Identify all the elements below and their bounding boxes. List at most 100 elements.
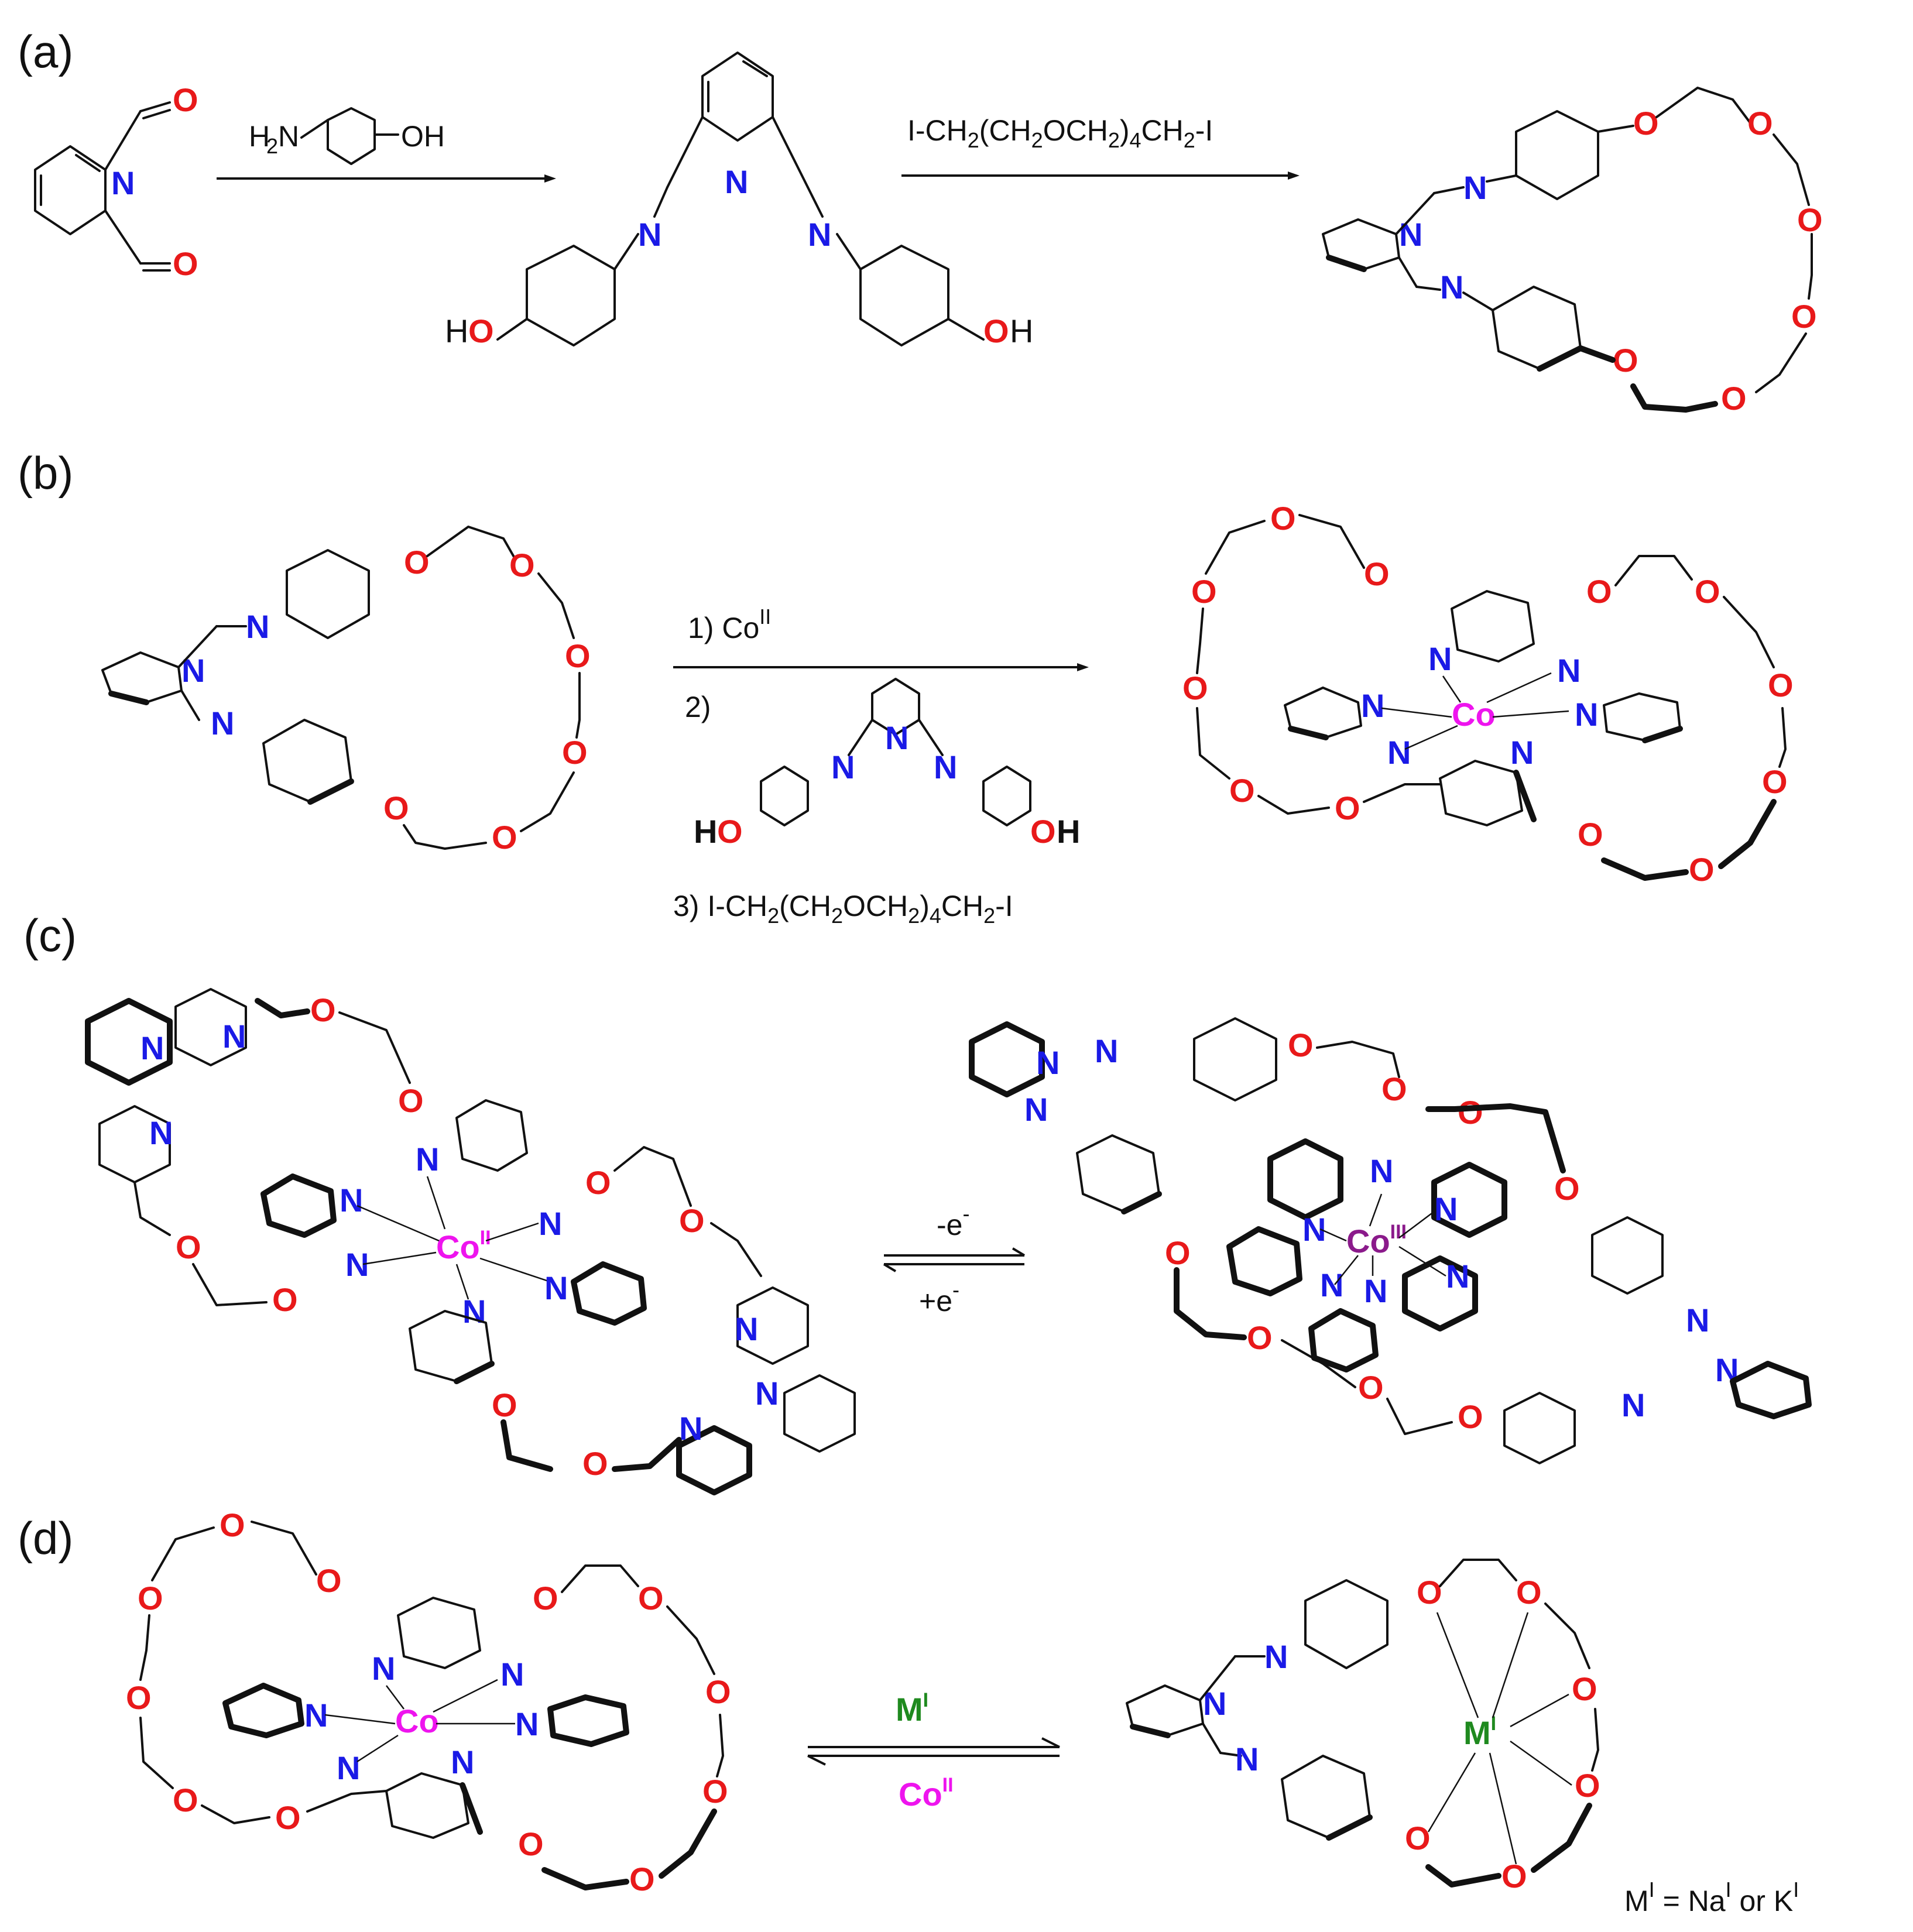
superscript-iii: III (1390, 1221, 1407, 1243)
wedge-bond (1130, 1724, 1171, 1738)
panel-c: (c) N N N O O O O N N N CoII (23, 910, 1812, 1495)
nitrogen-atom: N (755, 1375, 779, 1412)
nitrogen-atom: N (304, 1697, 328, 1734)
subscript-2: 2 (983, 904, 995, 928)
oxygen-atom: O (1633, 105, 1659, 142)
step-3-text: CH (941, 890, 983, 922)
panel-b-label: (b) (18, 447, 73, 499)
step-1: 1) CoII (688, 605, 771, 644)
wedge-bond (1537, 345, 1583, 372)
coordination-bond (1510, 1740, 1572, 1786)
aldehyde-bond (104, 110, 142, 171)
wedge-bond (307, 778, 354, 805)
oxygen-atom: O (679, 1202, 705, 1239)
phenol-ring (760, 766, 809, 826)
wedge-bond (454, 1361, 495, 1384)
ether-chain (1591, 1708, 1599, 1772)
step-3: 3) I-CH2(CH2OCH2)4CH2-I (673, 890, 1013, 928)
arrow-head (1012, 1247, 1026, 1257)
oxygen-atom: O (1762, 763, 1788, 800)
imine-double (1433, 186, 1465, 194)
coordination-bond (356, 1205, 440, 1242)
legend-na: = Na (1655, 1885, 1726, 1917)
nitrogen-atom: N (808, 216, 831, 253)
metal-exchange-equilibrium: MI CoII (807, 1689, 1060, 1813)
ether-chain (139, 1614, 150, 1681)
ether-chain (1257, 795, 1330, 815)
panel-b: (b) N N N O O O O O O 1) CoII (18, 447, 1794, 928)
wedge-bond (460, 1782, 483, 1835)
oxygen-atom: O (1695, 573, 1720, 610)
reduction-label: +e- (919, 1278, 959, 1317)
oxygen-atom: O (492, 1387, 517, 1423)
reagent-part: (CH (979, 114, 1031, 147)
subscript-2: 2 (266, 134, 278, 158)
ether-chain-bold (1630, 383, 1718, 413)
amine-bond (300, 119, 329, 139)
oxygen-atom: O (1358, 1369, 1384, 1406)
nitrogen-atom: N (1370, 1152, 1393, 1189)
cobalt-catenane-b: N N N Co N N N O O O O O O (1182, 500, 1794, 888)
reagent-diiodide: I-CH2(CH2OCH2)4CH2-I (907, 114, 1213, 152)
oxygen-atom: O (1364, 555, 1390, 592)
oxygen-atom: O (1270, 500, 1296, 537)
ether-chain (133, 1181, 171, 1236)
ether-chain (575, 672, 581, 739)
ether-chain (561, 1564, 639, 1593)
oxygen-atom: O (1405, 1820, 1431, 1856)
aryl-bond (836, 233, 862, 270)
coordination-bond (324, 1714, 396, 1725)
coordination-bond (1404, 725, 1458, 750)
reagent-part: -I (1195, 114, 1213, 147)
oxidation-label: -e- (937, 1202, 969, 1241)
coordination-bond (1436, 1612, 1479, 1718)
nitrogen-atom: N (544, 1269, 568, 1306)
coordination-bond (1427, 1752, 1476, 1833)
oxygen-atom: O (492, 819, 517, 856)
pyridine-ring (783, 1374, 856, 1453)
coordination-bond (1492, 1612, 1529, 1718)
legend-k: or K (1732, 1885, 1794, 1917)
oxygen-atom: O (1229, 772, 1255, 809)
benzene-ring (1439, 760, 1523, 826)
nitrogen-atom: N (934, 749, 957, 785)
ether-chain (1281, 1339, 1356, 1388)
coordination-bond (1492, 710, 1569, 718)
coordination-bond (1442, 675, 1462, 703)
aryl-bond (613, 233, 639, 270)
nitrogen-atom: N (451, 1744, 474, 1780)
nitrogen-atom: N (1320, 1267, 1343, 1303)
wedge-bond (1642, 726, 1683, 743)
wedge-bond (1326, 1814, 1373, 1841)
nitrogen-atom: N (1621, 1387, 1645, 1423)
nitrogen-atom: N (1024, 1091, 1048, 1128)
pyridine-ring (260, 1173, 337, 1238)
ether-chain-bold (1531, 1803, 1592, 1873)
oxygen-atom: O (585, 1164, 611, 1201)
ether-chain (1196, 707, 1230, 780)
subscript-4: 4 (1130, 128, 1141, 152)
oxygen-atom: O (1613, 342, 1638, 379)
superscript-minus: - (952, 1278, 959, 1302)
oxygen-atom: O (468, 313, 494, 349)
ether-chain (1316, 1041, 1400, 1078)
pyridine-dicarbaldehyde: O O N (34, 81, 198, 282)
oxygen-atom: O (275, 1799, 301, 1836)
oxygen-atom: O (1575, 1767, 1600, 1804)
cobalt-label: CoII (899, 1774, 954, 1813)
ether-chain-bold (659, 1809, 717, 1879)
nitrogen-atom: N (1575, 696, 1598, 733)
nitrogen-atom: N (211, 705, 234, 742)
aryl-bond (1486, 174, 1517, 183)
oxygen-atom: O (1288, 1027, 1314, 1063)
ether-chain (1755, 332, 1807, 393)
nitrogen-atom: N (1440, 269, 1463, 306)
oxygen-atom: O (562, 734, 588, 771)
nitrogen-atom: N (1036, 1044, 1060, 1081)
pyridine-ring (85, 998, 173, 1086)
nitrogen-atom: N (416, 1141, 439, 1178)
reagent-oh: OH (401, 120, 445, 153)
panel-d: (d) N N N Co N N N O O O O O O (18, 1507, 1799, 1917)
imine-bond (180, 689, 200, 721)
oxygen-atom: O (1797, 201, 1823, 238)
